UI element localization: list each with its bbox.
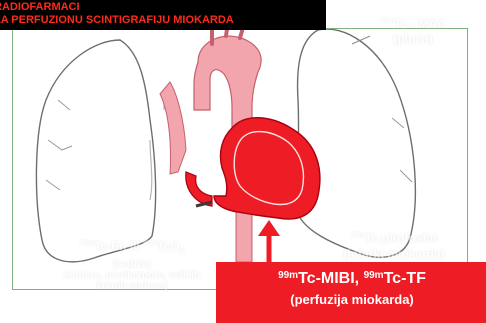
isotope-superscript: 99m <box>380 18 394 25</box>
callout-title: 99mTc-MIBI, 99mTc-TF <box>216 268 486 290</box>
label-maa: 99mTc - MAA (pluća) <box>364 14 462 47</box>
isotope-superscript: 99m <box>143 240 157 247</box>
callout-box: 99mTc-MIBI, 99mTc-TF (perfuzija miokarda… <box>216 262 486 323</box>
vena-cava <box>160 82 186 174</box>
isotope-superscript: 99m <box>278 270 298 281</box>
left-lung <box>36 40 155 262</box>
label-pirofosfat-name: Tc-pirofosfat <box>365 231 437 245</box>
callout-note: (perfuzija miokarda) <box>216 290 486 310</box>
isotope-superscript: 99m <box>351 232 365 239</box>
label-ery-note-3: krvnih sudova) <box>26 281 238 292</box>
left-atrium <box>186 172 212 206</box>
right-lung <box>297 29 415 257</box>
descending-vessel <box>236 212 252 262</box>
label-pirofosfat-note: (infarkt miokarda) <box>314 246 474 262</box>
pointer-arrow-head <box>258 220 280 236</box>
isotope-superscript: 99m <box>80 240 94 247</box>
isotope-superscript: 99m <box>364 270 384 281</box>
title-line-1: RADIOFARMACI <box>0 1 326 14</box>
title-banner: RADIOFARMACI ZA PERFUZIONU SCINTIGRAFIJU… <box>0 0 326 30</box>
label-ery: 99mTc-Er. ili 99mTcO4 (sadržaj komora, p… <box>26 236 238 292</box>
label-ery-note-2: komora, predkomora, velikih <box>26 270 238 281</box>
label-ery-note-1: (sadržaj <box>26 259 238 270</box>
callout-name-2: Tc-TF <box>384 270 426 287</box>
label-pirofosfat: 99mTc-pirofosfat (infarkt miokarda) <box>314 228 474 262</box>
title-line-2: ZA PERFUZIONU SCINTIGRAFIJU MIOKARDA <box>0 14 326 27</box>
label-maa-note: (pluća) <box>364 32 462 47</box>
label-maa-name: Tc - MAA <box>394 17 445 31</box>
label-ery-name-2: TcO <box>157 239 179 253</box>
callout-name-1: Tc-MIBI, <box>298 270 363 287</box>
subscript: 4 <box>180 246 184 255</box>
label-ery-name-1: Tc-Er. ili <box>94 239 143 253</box>
